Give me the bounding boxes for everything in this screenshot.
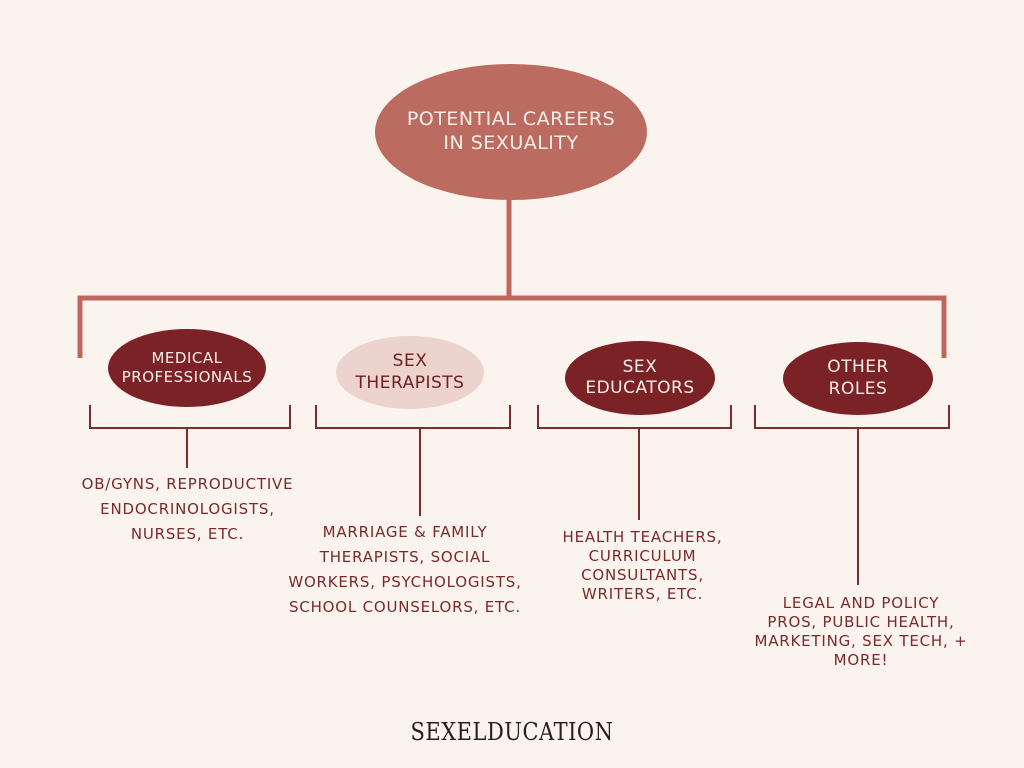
root-connector bbox=[77, 198, 947, 358]
description-other-roles: LEGAL AND POLICY PROS, PUBLIC HEALTH, MA… bbox=[754, 594, 968, 669]
description-medical-professionals: OB/GYNS, REPRODUCTIVE ENDOCRINOLOGISTS, … bbox=[81, 475, 294, 543]
bracket-therapists bbox=[315, 405, 511, 429]
bracket-medical bbox=[89, 405, 291, 429]
bracket-other bbox=[754, 405, 950, 429]
brand-logo: SEXELDUCATION bbox=[410, 718, 614, 746]
description-sex-therapists: MARRIAGE & FAMILY THERAPISTS, SOCIAL WOR… bbox=[288, 523, 522, 616]
category-other-roles: OTHER ROLES bbox=[783, 342, 933, 415]
category-sex-therapists: SEX THERAPISTS bbox=[336, 336, 484, 409]
top-branch-bar bbox=[77, 295, 947, 358]
description-sex-educators: HEALTH TEACHERS, CURRICULUM CONSULTANTS,… bbox=[562, 528, 723, 603]
root-node: POTENTIAL CAREERS IN SEXUALITY bbox=[375, 64, 647, 200]
category-medical-professionals: MEDICAL PROFESSIONALS bbox=[108, 329, 266, 407]
category-brackets bbox=[89, 405, 950, 585]
bracket-educators bbox=[537, 405, 732, 429]
category-sex-educators: SEX EDUCATORS bbox=[565, 341, 715, 415]
